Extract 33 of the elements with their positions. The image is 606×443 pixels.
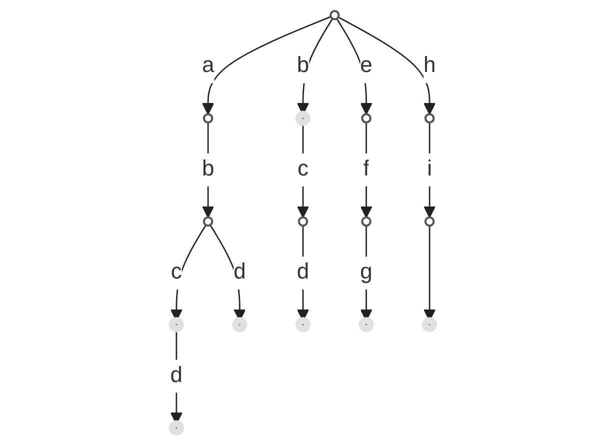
edge-label: e xyxy=(360,54,372,78)
edge-label: c xyxy=(297,158,309,181)
node-circle xyxy=(168,317,184,332)
node-circle xyxy=(329,10,340,20)
edge-label: b xyxy=(296,54,310,78)
node-circle xyxy=(168,420,184,436)
node-circle xyxy=(202,216,214,227)
node-circle xyxy=(202,113,214,124)
edge-label: b xyxy=(202,158,214,181)
node-circle xyxy=(295,110,311,126)
edge-label: f xyxy=(363,158,370,181)
node-circle xyxy=(295,317,311,332)
edge-label: d xyxy=(296,260,310,284)
node-circle xyxy=(361,216,372,227)
node-circle xyxy=(424,113,435,124)
edge-label: d xyxy=(170,364,183,388)
arrow xyxy=(336,18,372,115)
node-circle xyxy=(358,317,374,332)
edge-label: a xyxy=(202,54,214,78)
edge-label: h xyxy=(423,54,436,78)
node-circle xyxy=(424,216,435,227)
edge-label: i xyxy=(427,158,432,181)
arrow xyxy=(424,122,436,218)
node-circle xyxy=(422,317,438,332)
arrow xyxy=(360,122,372,218)
arrow xyxy=(338,16,436,115)
node-circle xyxy=(298,216,308,227)
arrow xyxy=(202,16,332,115)
node-circle xyxy=(232,317,248,332)
edge-label: c xyxy=(170,260,182,284)
edge-label: d xyxy=(234,260,246,284)
node-circle xyxy=(361,113,372,124)
edge-label: g xyxy=(360,260,372,284)
